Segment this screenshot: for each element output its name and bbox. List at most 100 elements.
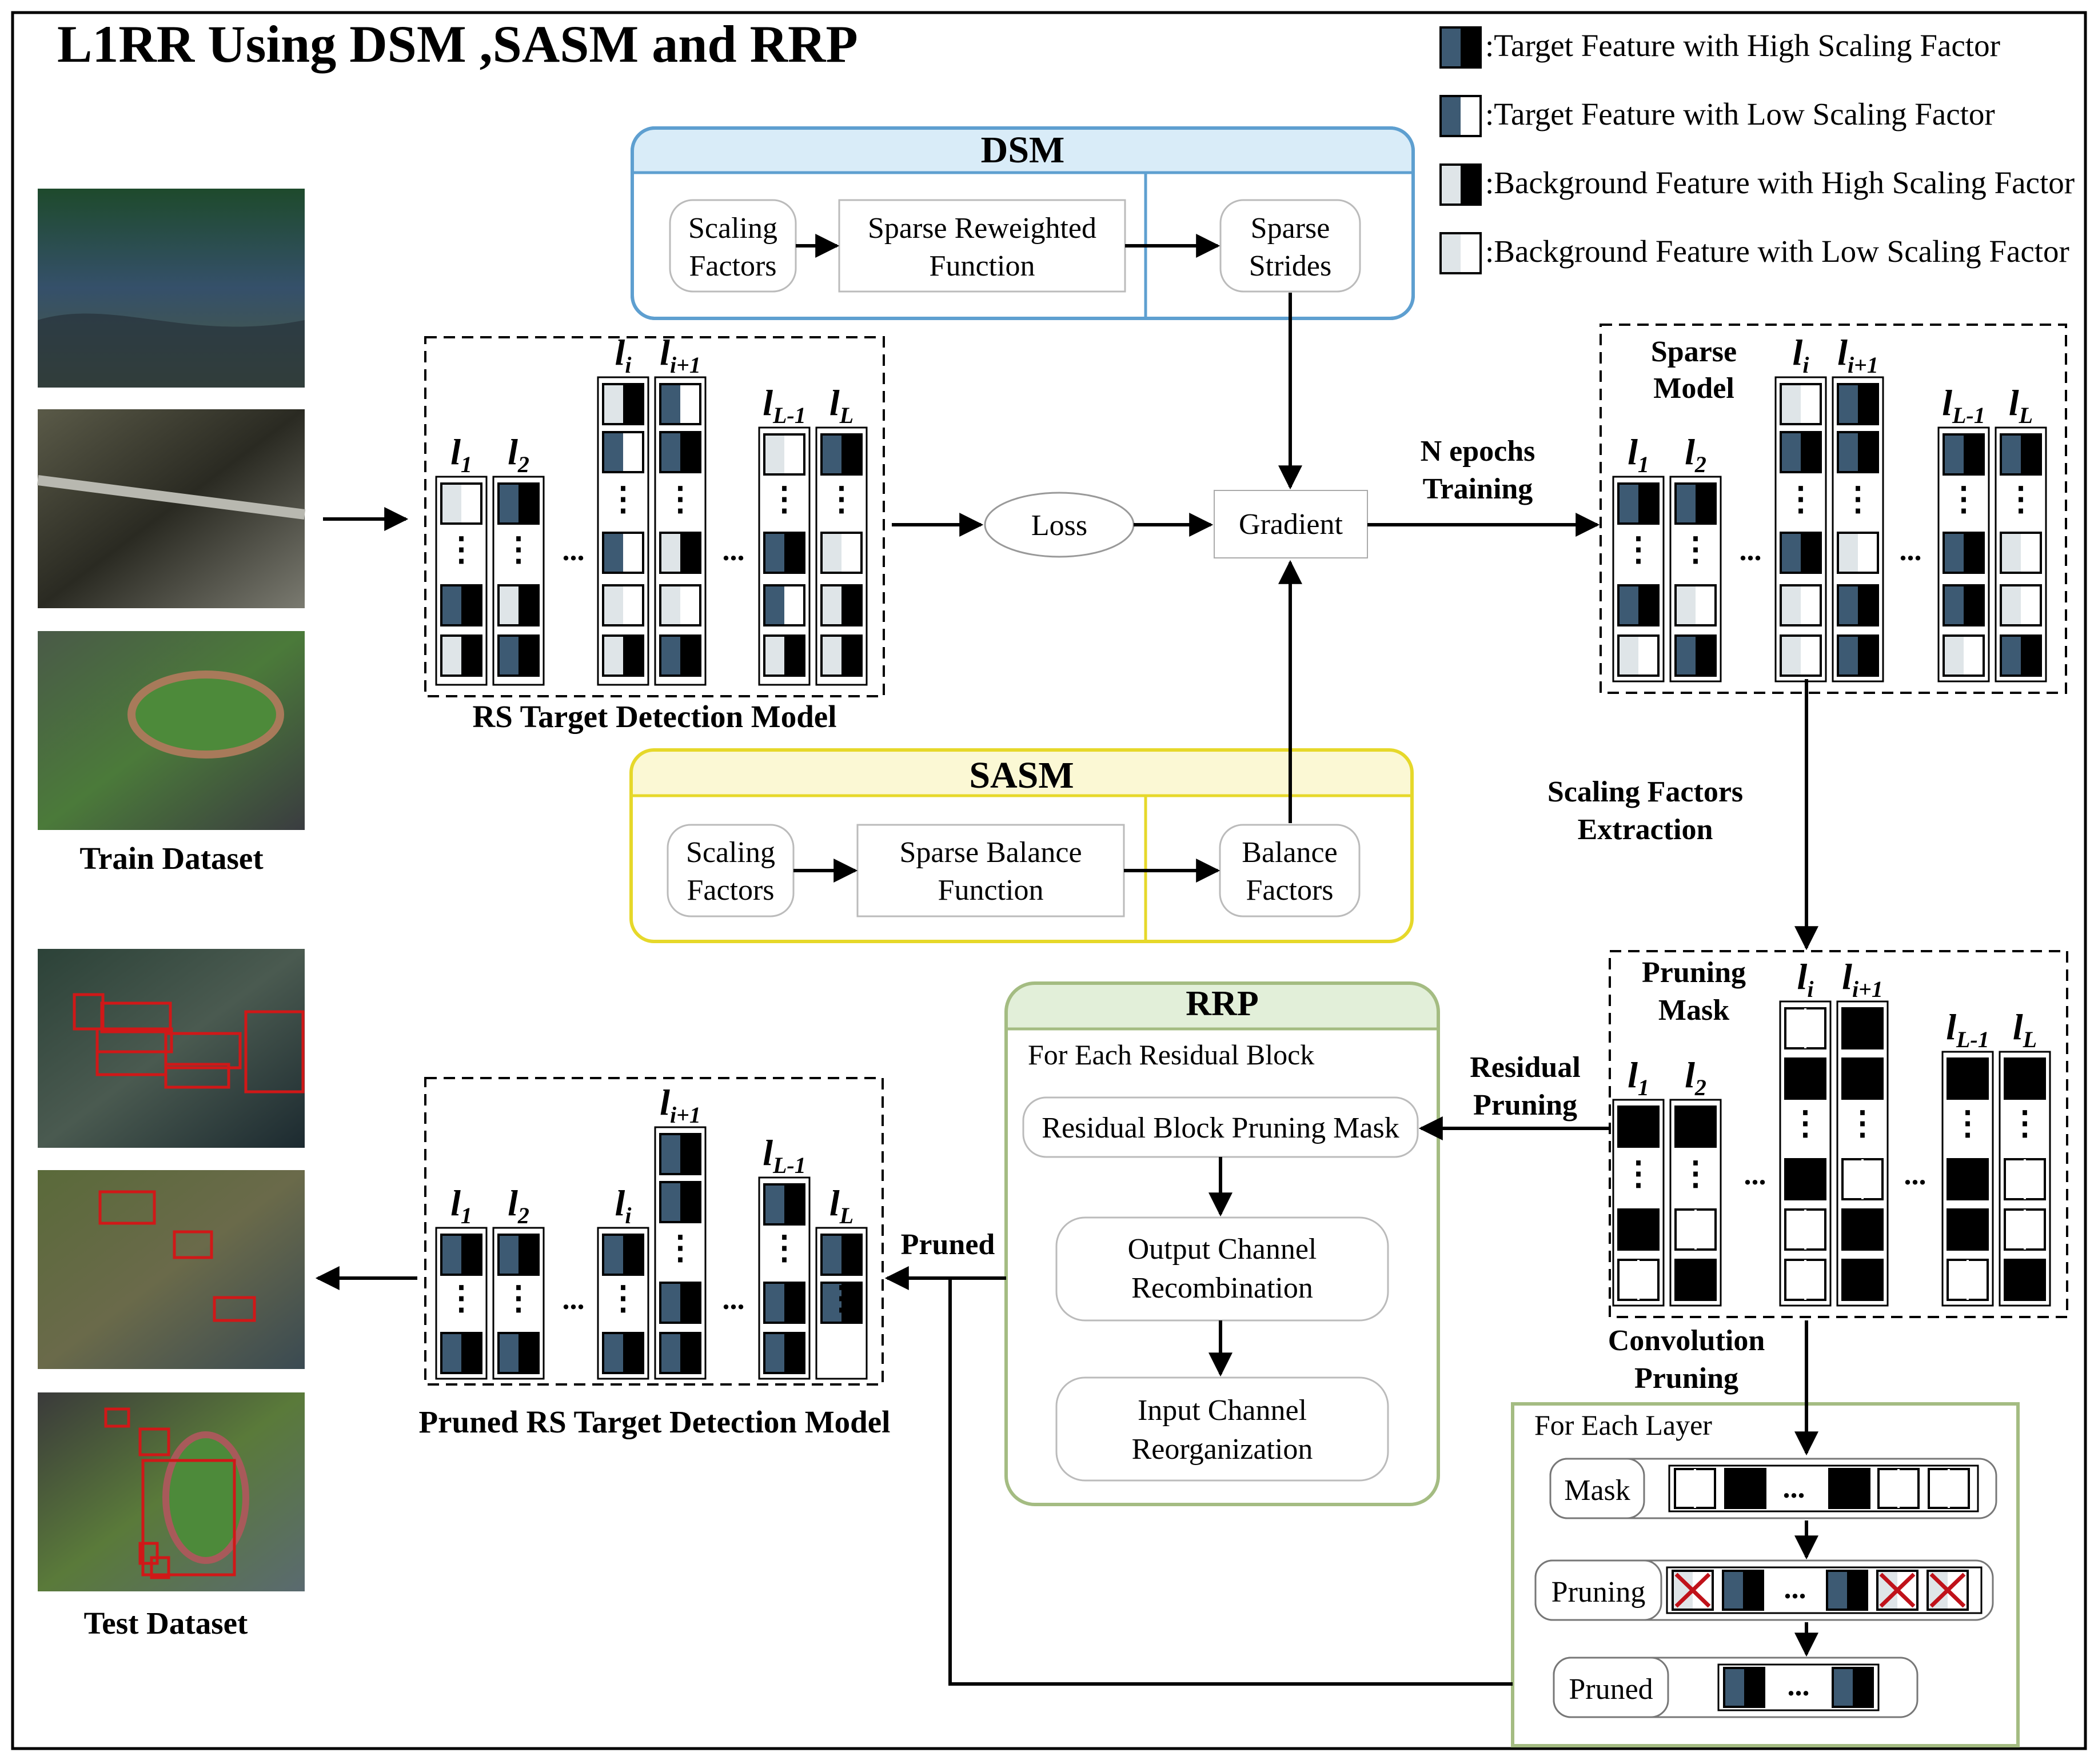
feature-cell-border: [1722, 1570, 1764, 1611]
layer-label-letter: l: [2013, 1007, 2023, 1047]
horizontal-ellipsis: ...: [1744, 1159, 1766, 1191]
layer-label-letter: l: [508, 1183, 518, 1223]
residual-pruning-line1: Residual: [1470, 1051, 1581, 1084]
layer-column-l2: ⋮l2: [492, 432, 545, 686]
residual-pruning-line2: Pruning: [1473, 1089, 1577, 1122]
feature-cell-right: [1801, 636, 1821, 676]
feature-cell-right: [680, 1283, 700, 1323]
feature-cell-left: [1673, 1571, 1693, 1610]
detection-box: [164, 1063, 230, 1089]
feature-cell-left: [1944, 636, 1964, 676]
gradient-label: Gradient: [1239, 508, 1343, 541]
feature-cell-left: [1838, 585, 1858, 625]
pruned-model-frame: [424, 1077, 884, 1386]
feature-cell-target-low: [659, 383, 701, 425]
feature-cell-right: [1693, 1571, 1713, 1610]
dsm-function-box: [838, 199, 1126, 293]
layer-label-subscript: i+1: [1852, 976, 1883, 1002]
feature-cell-background-low: [1876, 1570, 1918, 1611]
n-epochs-line1: N epochs: [1421, 435, 1535, 468]
layer-label-li: li: [615, 1183, 632, 1228]
pruned-channel-cross: [1927, 1570, 1969, 1611]
feature-cell-left: [1785, 1008, 1805, 1048]
feature-cell-right: [1743, 1571, 1763, 1610]
layer-column-frame: [1774, 376, 1827, 683]
feature-cell-mask-white: [2004, 1208, 2046, 1251]
feature-cell-right: [1638, 1107, 1658, 1147]
feature-cell-mask-black: [1617, 1106, 1660, 1148]
vertical-ellipsis: ⋮: [502, 1279, 535, 1316]
cross-stroke: [1929, 1573, 1966, 1608]
feature-cell-right: [1805, 1210, 1825, 1250]
feature-cell-mask-white: [1674, 1208, 1717, 1251]
feature-cell-target-low: [763, 584, 805, 626]
layer-column-li: ⋮li: [597, 1183, 649, 1380]
feature-cell-left: [498, 484, 518, 524]
feature-cell-border: [1826, 1570, 1868, 1611]
feature-cell-left: [1618, 636, 1638, 676]
layer-label-li: li: [615, 332, 632, 378]
feature-cell-background-low: [1927, 1570, 1969, 1611]
feature-cell-right: [1968, 1260, 1988, 1300]
feature-cell-left: [1618, 585, 1638, 625]
dsm-border: [631, 126, 1415, 320]
feature-cell-left: [1842, 1210, 1862, 1250]
layer-label-letter: l: [1797, 956, 1808, 997]
feature-cell-right: [841, 1235, 861, 1275]
layer-label-letter: l: [829, 382, 840, 423]
layer-pruning-channels: ...: [1666, 1566, 1983, 1614]
layer-label-letter: l: [2009, 382, 2019, 423]
pruning-mask-layers: ⋮l1⋮l2⋮li⋮li+1⋮lL-1⋮lL......: [1612, 956, 2051, 1307]
feature-cell-background-high: [602, 383, 644, 425]
feature-cell-right: [1801, 432, 1821, 472]
arrow-layer-to-pruned-line: [948, 1278, 1513, 1686]
sasm-module: SASM Scaling Factors Sparse Balance Func…: [629, 748, 1414, 943]
scaling-extraction-line1: Scaling Factors: [1547, 776, 1743, 808]
feature-cell-right: [680, 636, 700, 676]
feature-cell-right: [841, 533, 861, 573]
feature-cell-border: [1943, 584, 1985, 626]
feature-cell-left: [660, 1283, 680, 1323]
feature-cell-background-low: [1780, 634, 1822, 677]
vertical-ellipsis: ⋮: [1622, 530, 1655, 568]
feature-cell-left: [1833, 1668, 1853, 1707]
layer-label-subscript: i+1: [670, 352, 701, 378]
layer-label-li: li: [1793, 332, 1809, 378]
feature-cell-left: [2005, 1059, 2025, 1099]
layer-label-lL: lL: [2013, 1007, 2037, 1052]
feature-cell-target-high: [763, 532, 805, 574]
feature-cell-mask-black: [1674, 1259, 1717, 1301]
feature-cell-border: [1837, 431, 1879, 473]
train-dataset-label: Train Dataset: [79, 841, 264, 876]
feature-cell-border: [602, 383, 644, 425]
feature-cell-right: [1949, 1469, 1969, 1508]
layer-pruning-tag-box: [1534, 1559, 1662, 1621]
layer-label-l1: l1: [450, 432, 472, 477]
vertical-ellipsis: ⋮: [768, 1229, 801, 1266]
feature-cell-left: [1838, 384, 1858, 424]
feature-cell-right: [518, 636, 539, 676]
feature-cell-border: [1674, 584, 1717, 626]
feature-cell-border: [602, 532, 644, 574]
feature-cell-left: [1675, 1469, 1695, 1508]
feature-cell-border: [659, 383, 701, 425]
feature-cell-right: [2021, 585, 2041, 625]
dsm-title: DSM: [981, 129, 1065, 171]
feature-cell-left: [1724, 1668, 1744, 1707]
feature-cell-background-high: [1439, 163, 1482, 206]
layer-label-subscript: 1: [1638, 1075, 1649, 1100]
layer-column-li1: ⋮li+1: [1836, 956, 1889, 1307]
feature-cell-border: [820, 532, 863, 574]
vertical-ellipsis: ⋮: [1784, 480, 1817, 517]
feature-cell-left: [764, 1283, 784, 1323]
feature-cell-left: [1781, 636, 1801, 676]
feature-cell-right: [680, 1182, 700, 1222]
layer-label-lL1: lL-1: [1942, 382, 1985, 428]
horizontal-ellipsis: ...: [1740, 534, 1762, 567]
feature-cell-background-low: [1617, 634, 1660, 677]
layer-label-subscript: L: [839, 402, 853, 428]
feature-cell-left: [1781, 533, 1801, 573]
layer-label-letter: l: [1946, 1007, 1956, 1047]
layer-label-subscript: L-1: [1956, 1027, 1989, 1052]
